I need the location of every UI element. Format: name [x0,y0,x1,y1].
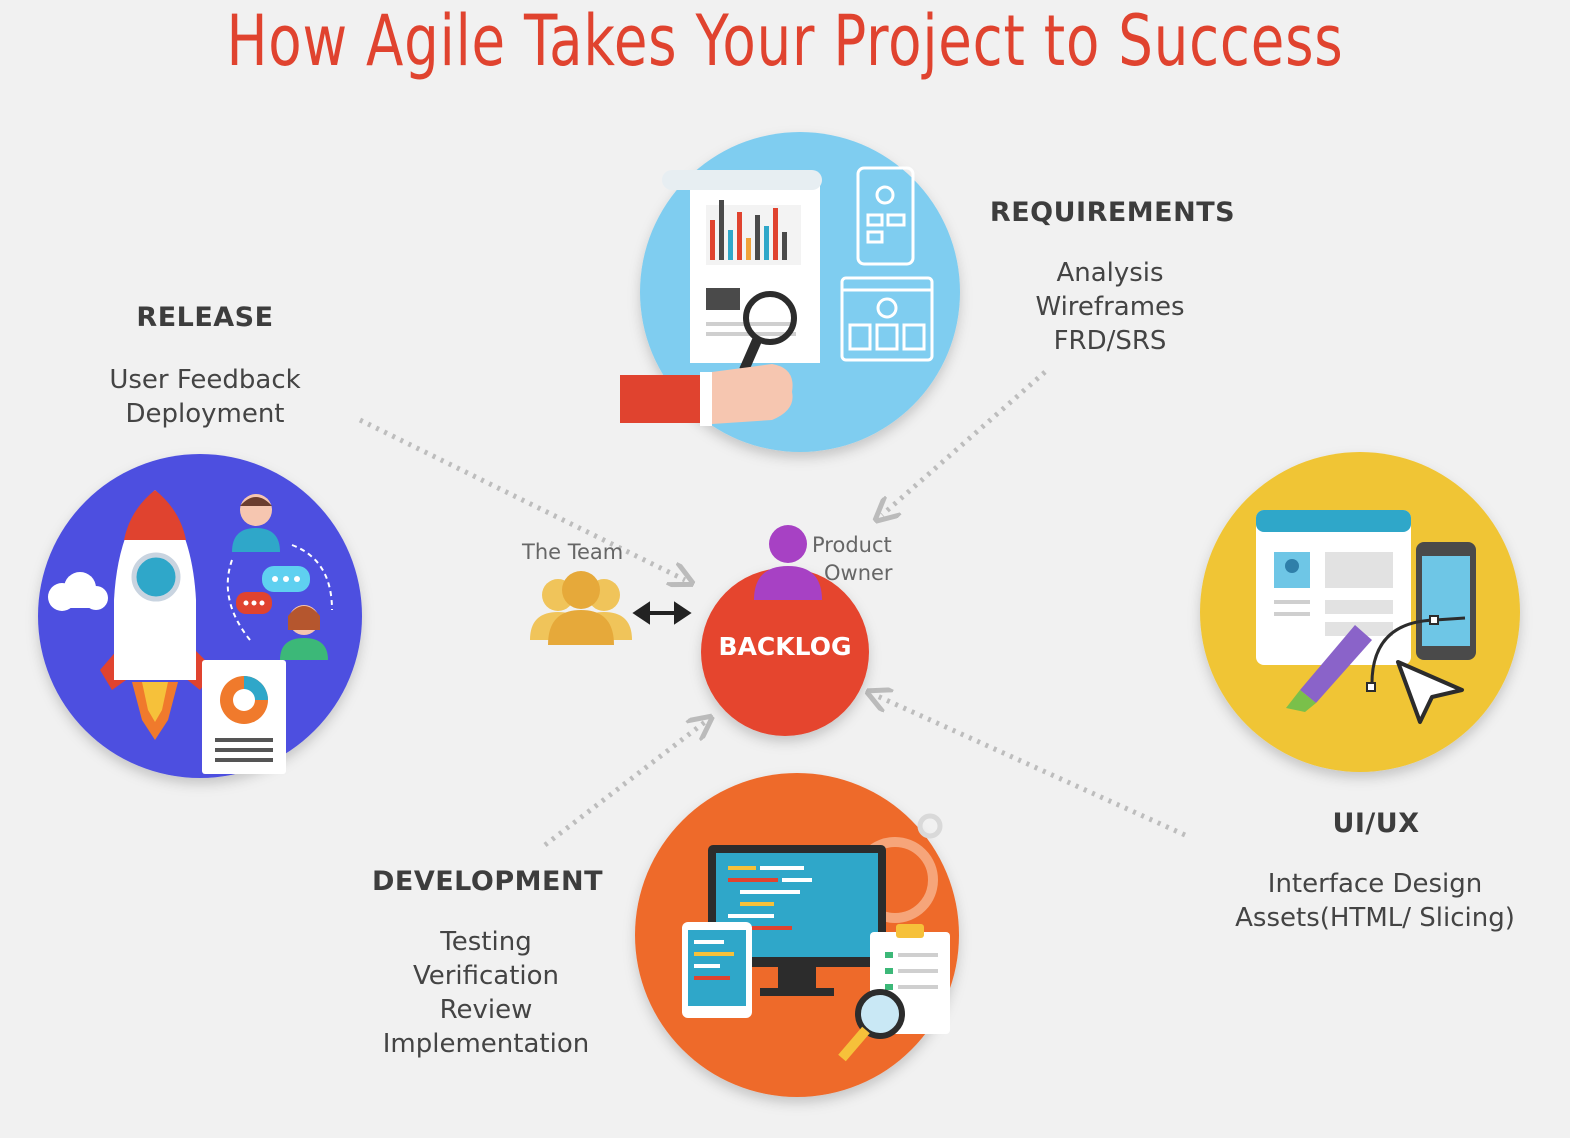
uiux-items: Interface Design Assets(HTML/ Slicing) [1215,867,1535,935]
requirements-item: FRD/SRS [1053,326,1167,356]
development-items: Testing Verification Review Implementati… [360,925,612,1061]
development-item: Verification [412,961,560,991]
team-icon [530,571,632,645]
uiux-item: Interface Design [1267,869,1483,899]
product-owner-icon [754,525,822,600]
backlog-label: BACKLOG [718,632,852,661]
uiux-circle [1200,452,1520,772]
report-icon [202,660,286,774]
chart-document-icon [662,170,822,363]
team-label: The Team [522,540,624,564]
backlog-node [701,525,869,736]
uiux-heading: UI/UX [1332,808,1420,839]
requirements-circle [620,132,960,452]
browser-wireframe-icon [840,276,934,362]
person-icon [280,605,328,660]
hand-icon [620,364,793,426]
release-circle [38,454,362,778]
release-heading: RELEASE [136,302,274,333]
cloud-icon [48,572,108,611]
arrow-requirements-to-backlog [882,370,1047,515]
development-heading: DEVELOPMENT [371,866,603,897]
team-backlog-link [632,601,692,625]
requirements-heading: REQUIREMENTS [989,197,1236,228]
requirements-item: Wireframes [1035,292,1185,322]
development-item: Implementation [382,1029,590,1059]
brush-icon [1286,625,1372,712]
arrow-development-to-backlog [543,722,705,847]
development-item: Review [439,995,533,1025]
release-items: User Feedback Deployment [85,363,325,431]
support-agent-icon [232,494,280,552]
page-title: How Agile Takes Your Project to Success [226,0,1344,82]
magnifier-icon [739,291,797,373]
browser-icon [1256,510,1411,665]
uiux-item: Assets(HTML/ Slicing) [1235,903,1515,933]
rocket-icon [100,490,215,740]
development-circle [635,773,959,1097]
connector-arrows [358,370,1187,847]
cursor-icon [1396,660,1464,724]
tablet-icon [682,922,752,1018]
magnifier-icon [838,989,905,1062]
release-item: Deployment [125,399,285,429]
development-item: Testing [440,927,532,957]
requirements-items: Analysis Wireframes FRD/SRS [990,256,1230,358]
requirements-item: Analysis [1056,258,1164,288]
arrow-uiux-to-backlog [875,695,1187,838]
cycle-arrows [226,544,333,641]
chat-bubble-icon [236,566,310,614]
arrow-release-to-backlog [358,417,685,580]
release-item: User Feedback [109,365,301,395]
phone-icon [1416,542,1476,660]
product-owner-label: Product Owner [812,533,893,585]
phone-wireframe-icon [856,166,915,266]
